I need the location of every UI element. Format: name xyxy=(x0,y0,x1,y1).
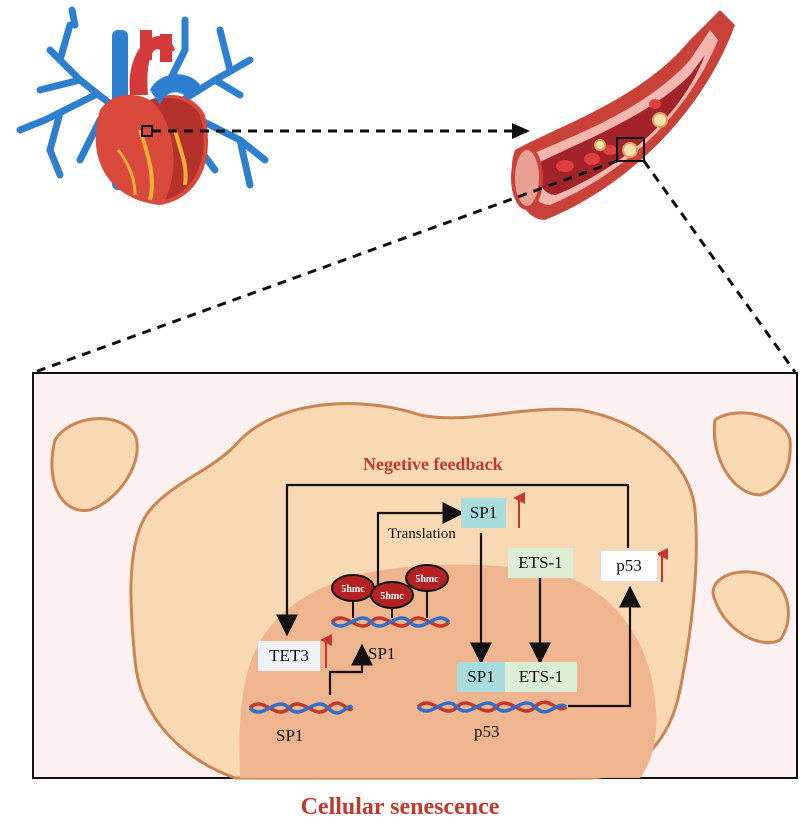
hmc-label-3: 5hmc xyxy=(415,574,439,585)
neighbour-cell-right-top xyxy=(712,411,792,497)
ets1-complex-box: ETS-1 xyxy=(505,662,577,692)
neighbour-cell-left xyxy=(50,417,139,512)
zoom-line-right xyxy=(642,160,797,373)
zoom-line-left xyxy=(34,159,618,374)
dna-p53 xyxy=(416,700,568,714)
hmc-label-2: 5hmc xyxy=(380,591,404,602)
sp1-bottom-gene-label: SP1 xyxy=(276,726,304,745)
vessel-zoom-box xyxy=(616,137,645,162)
p53-protein-box: p53 xyxy=(600,550,658,582)
methylation-marks: 5hmc 5hmc 5hmc xyxy=(331,564,449,618)
hmc-mark-2 xyxy=(370,581,414,609)
upregulation-arrows xyxy=(320,492,668,668)
neighbour-cell-right-bottom xyxy=(711,570,790,645)
dna-sp1-mid xyxy=(330,616,451,628)
tet3-box: TET3 xyxy=(258,641,320,671)
sp1-mid-gene-label: SP1 xyxy=(368,644,396,663)
pathway-arrows xyxy=(276,483,641,708)
ets1-protein-box: ETS-1 xyxy=(508,548,573,578)
cellular-senescence-title: Cellular senescence xyxy=(300,794,500,820)
p53-gene-label: p53 xyxy=(474,722,500,741)
translation-label: Translation xyxy=(388,526,456,542)
sp1-protein-box: SP1 xyxy=(461,498,506,528)
negative-feedback-title: Negetive feedback xyxy=(363,454,503,474)
hmc-label-1: 5hmc xyxy=(341,584,365,595)
heart-illustration xyxy=(16,6,269,205)
hmc-mark-3 xyxy=(405,564,449,592)
blood-vessel-illustration xyxy=(511,10,735,220)
dna-sp1-bottom xyxy=(248,701,354,715)
sp1-complex-box: SP1 xyxy=(457,662,505,692)
